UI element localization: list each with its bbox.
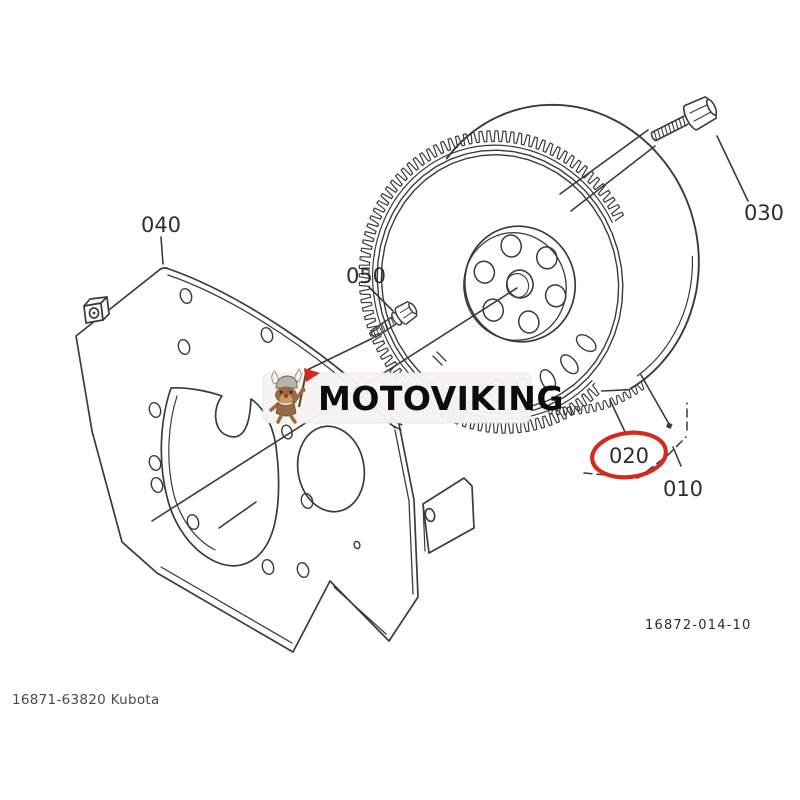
plate-round-hole: [296, 425, 366, 513]
square-nut: [83, 296, 110, 324]
drawing-number: 16872-014-10: [645, 618, 752, 633]
plate-outline: [75, 267, 419, 653]
leader-010-arrow: [640, 374, 670, 425]
flywheel-bottom-edge: [600, 388, 630, 392]
plate-bolt-holes: [148, 287, 361, 579]
face-rim-inner-ring: [380, 154, 620, 410]
bolt-030-head-cap: [705, 98, 718, 116]
side-bracket: [422, 477, 475, 554]
flywheel-body-chamfer: [636, 255, 693, 377]
watermark: MOTOVIKING: [262, 368, 564, 424]
face-slot-hole: [575, 334, 597, 353]
mounting-plate-drawing: [75, 267, 475, 653]
hub-bolt-hole: [544, 284, 567, 308]
part-caption: 16871-63820 Kubota: [12, 692, 160, 708]
label-050: 050: [346, 264, 386, 288]
leader-040: [160, 236, 164, 265]
bolt-030-threads: [653, 115, 686, 142]
plate-thickness-right-edge: [394, 429, 414, 595]
highlight-circle-020: [590, 430, 668, 480]
viking-mascot-icon: [269, 368, 320, 424]
hub-bolt-hole: [482, 298, 505, 322]
bolt-030-head-facets: [689, 102, 714, 122]
leader-020: [609, 399, 627, 435]
label-010: 010: [663, 477, 703, 501]
bolt-030-shank: [650, 115, 689, 142]
leader-030: [716, 135, 749, 202]
hub-bolt-hole: [518, 310, 540, 334]
hub-lip: [463, 232, 567, 341]
bolt-050-head-cap: [408, 302, 418, 315]
plate-opening-inner-lip: [168, 395, 216, 551]
hub-outer-edge: [463, 225, 577, 343]
ring-gear-teeth: [358, 130, 625, 434]
part-labels: 040 050 030 020 010: [141, 201, 784, 501]
hub-bolt-hole: [535, 246, 558, 270]
hub-center-hole-inner: [505, 273, 530, 298]
flywheel-drawing: [358, 103, 700, 434]
bolt-050-axis-line: [304, 337, 374, 372]
watermark-band: [262, 372, 532, 424]
hub-center-hole: [506, 269, 534, 299]
label-040: 040: [141, 213, 181, 237]
plug-bolt-050: [370, 301, 418, 339]
watermark-brand-text: MOTOVIKING: [318, 379, 564, 418]
hub-axis-branch: [218, 501, 257, 529]
label-020: 020: [609, 444, 649, 468]
leader-010-endpoint: [666, 422, 673, 429]
flange-bolt-030: [650, 96, 718, 142]
bolt-050-threads: [372, 316, 395, 338]
leader-010-label: [672, 446, 682, 467]
face-slot-hole: [539, 369, 557, 391]
hub-bolt-hole: [473, 260, 496, 284]
hub-bolt-hole: [500, 234, 522, 258]
flywheel-body-silhouette: [445, 103, 700, 390]
face-rim-outer-ring: [376, 149, 624, 415]
face-slot-hole: [560, 354, 579, 375]
plate-central-opening: [160, 386, 280, 567]
edge-break-ticks: [389, 351, 447, 431]
plate-thickness-bottom-edge: [160, 566, 387, 644]
bolt-030-axis-lines: [559, 129, 656, 212]
leader-050: [368, 286, 394, 312]
label-030: 030: [744, 201, 784, 225]
